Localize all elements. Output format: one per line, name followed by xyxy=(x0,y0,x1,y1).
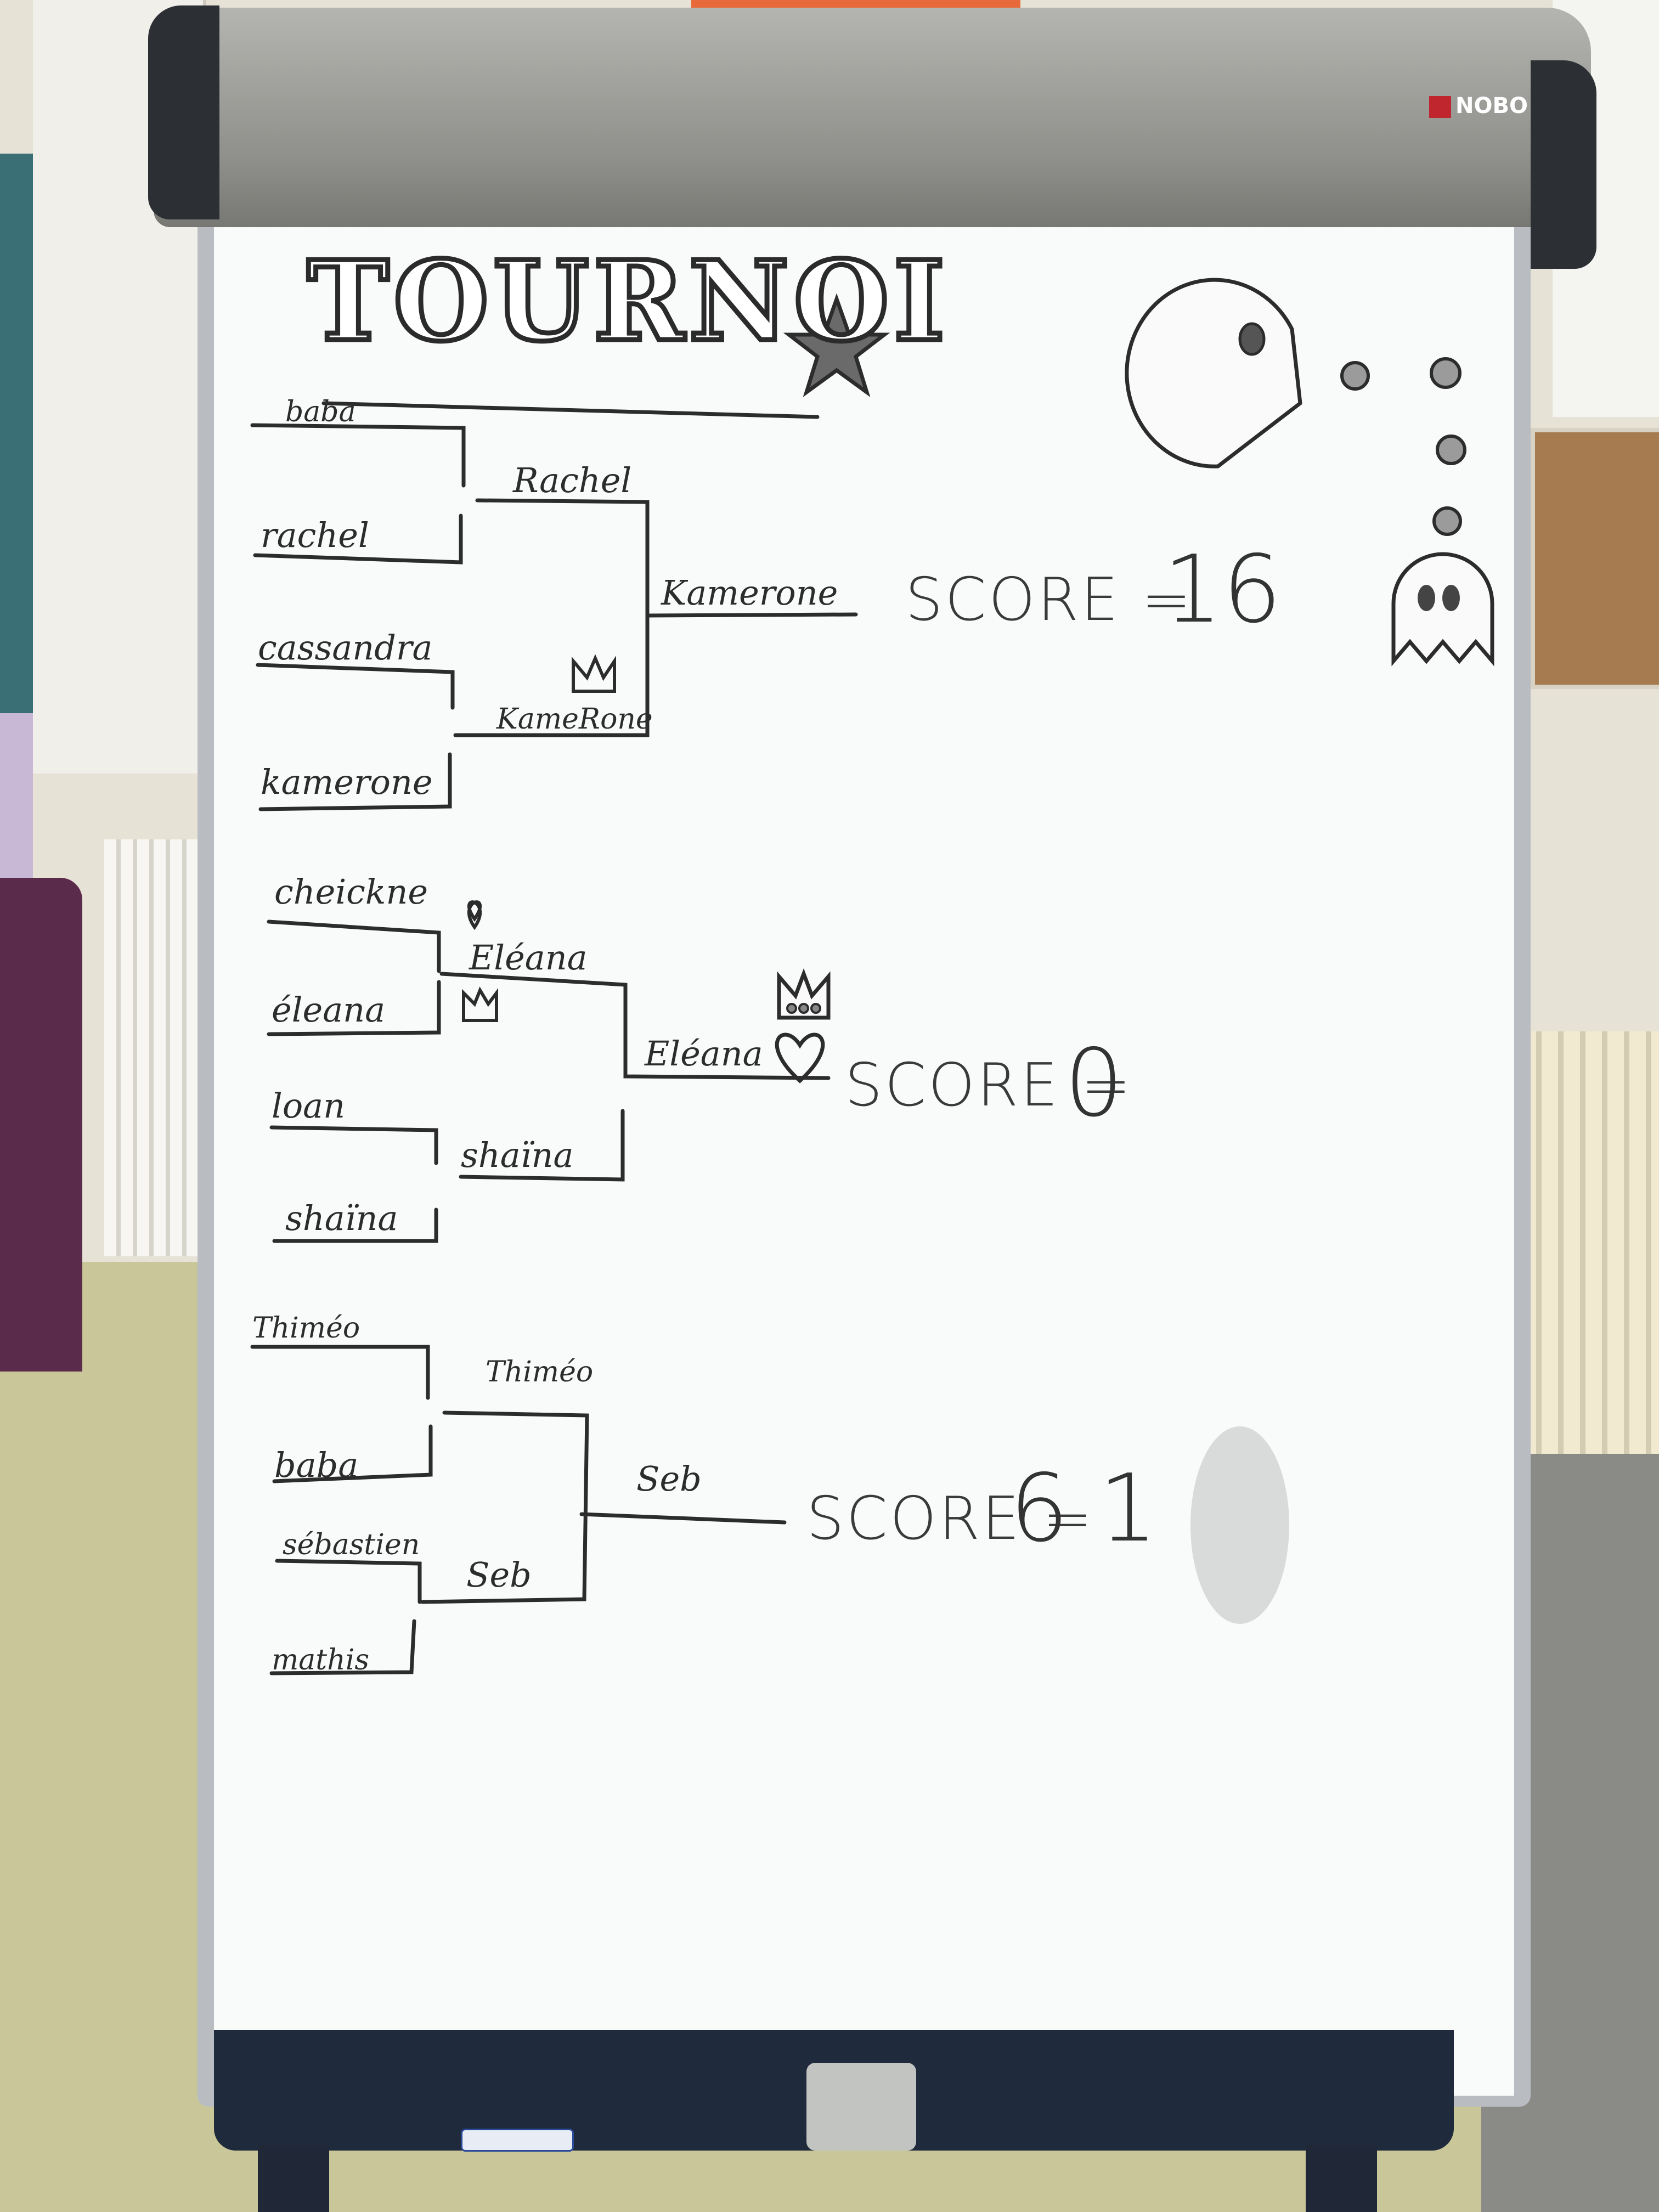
b3-final: Seb xyxy=(636,1459,702,1499)
person-shirt xyxy=(0,713,33,883)
b3-player-3: sébastien xyxy=(283,1528,420,1561)
b2-player-2: éleana xyxy=(272,990,386,1030)
radiator-left xyxy=(104,839,208,1256)
b3-player-1: Thiméo xyxy=(252,1312,360,1345)
b2-final: Eléana xyxy=(645,1034,763,1074)
b3-player-2: baba xyxy=(274,1445,359,1485)
b3-semi-1: Thiméo xyxy=(486,1356,594,1389)
flipchart-header xyxy=(154,8,1591,227)
b1-semi-2: KameRone xyxy=(496,703,653,736)
b1-final: Kamerone xyxy=(661,573,838,613)
b1-semi-1: Rachel xyxy=(513,460,632,500)
b1-score-label: SCORE = xyxy=(905,566,1194,634)
brand-logo: NOBO xyxy=(1429,93,1528,119)
b1-player-1: baba xyxy=(285,396,356,428)
header-cap-right xyxy=(1531,60,1596,269)
b2-semi-1: Eléana xyxy=(469,938,588,978)
b2-player-1: cheickne xyxy=(274,872,428,912)
b3-score-value: 6 1 xyxy=(1009,1454,1158,1563)
whiteboard xyxy=(214,208,1514,2096)
board-title: TOURNOI xyxy=(304,237,950,366)
b1-score-value: 16 xyxy=(1163,535,1282,644)
person-trousers xyxy=(0,878,82,1372)
marker-pen[interactable] xyxy=(461,2129,574,2152)
b3-player-4: mathis xyxy=(272,1644,370,1677)
b3-semi-2: Seb xyxy=(466,1555,532,1595)
b1-player-3: cassandra xyxy=(258,628,433,668)
corkboard xyxy=(1531,428,1659,689)
header-cap-left xyxy=(148,5,219,219)
b2-semi-2: shaïna xyxy=(461,1135,574,1175)
b2-score-label: SCORE = xyxy=(845,1051,1133,1120)
stand-leg-left xyxy=(258,2145,329,2212)
b2-score-value: 0 xyxy=(1064,1029,1124,1138)
b1-player-2: rachel xyxy=(261,515,369,555)
tray-clip xyxy=(806,2063,916,2151)
b1-player-4: kamerone xyxy=(261,762,433,802)
b2-player-4: shaïna xyxy=(285,1198,398,1238)
b2-player-3: loan xyxy=(272,1086,346,1126)
b3-score-label: SCORE = xyxy=(806,1485,1095,1553)
stand-leg-right xyxy=(1306,2145,1377,2212)
